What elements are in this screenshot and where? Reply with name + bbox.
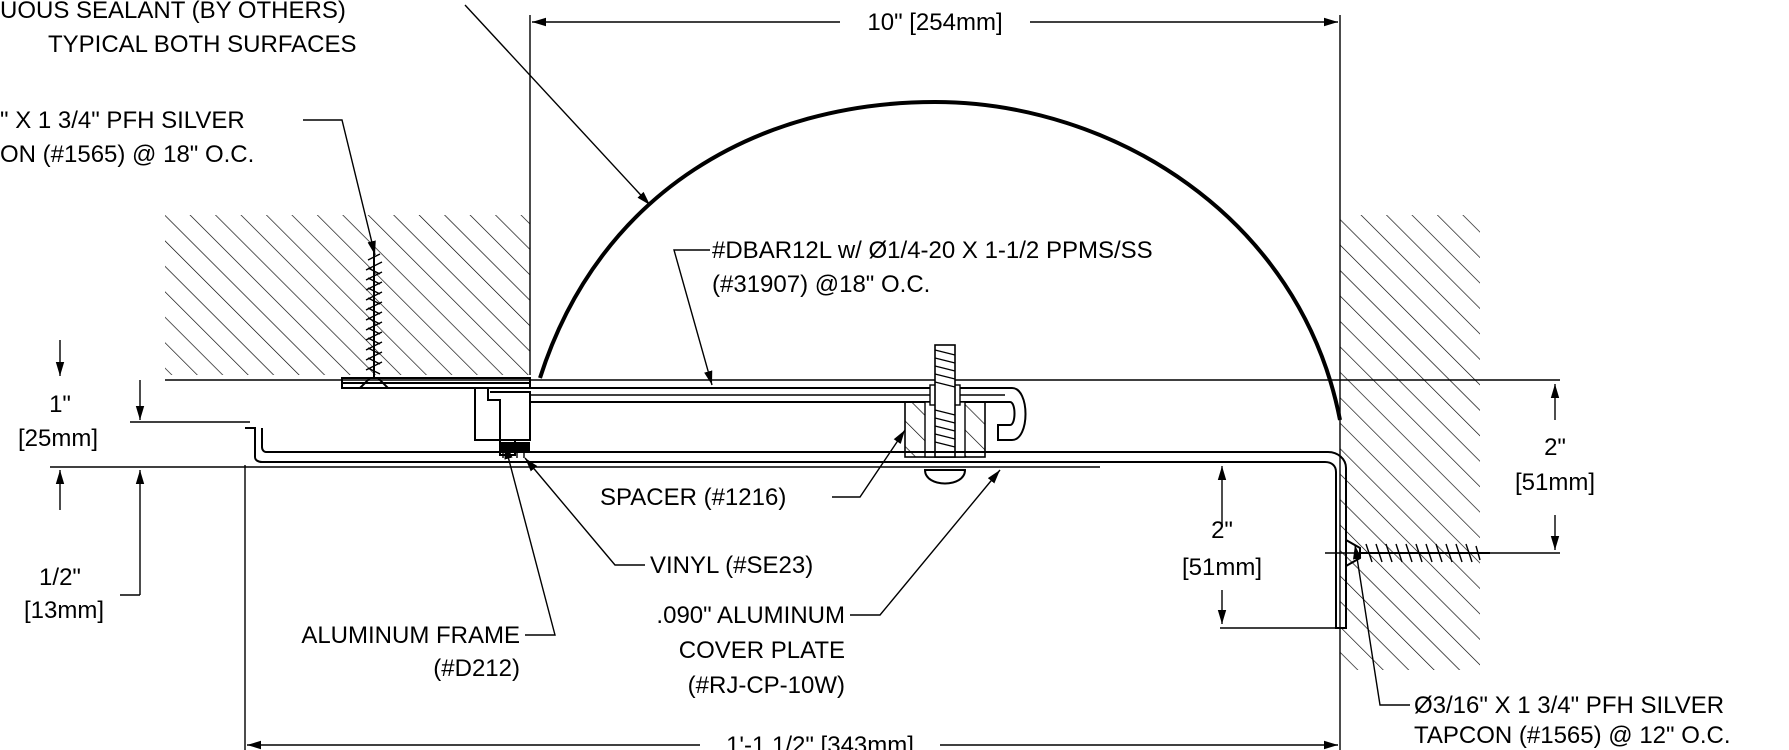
left-tapcon-callout-line2: ON (#1565) @ 18" O.C. [0,141,254,168]
cover-callout-line3: (#RJ-CP-10W) [688,672,845,699]
dimension-left-upper: 1" [25mm] [18,340,250,452]
left-tapcon-screw [357,250,391,389]
dimension-right-inner: 2" [51mm] [1182,466,1340,629]
bellow-seal-arc [538,99,1342,421]
dbar-callout-line1: #DBAR12L w/ Ø1/4-20 X 1-1/2 PPMS/SS [712,237,1153,264]
right-tapcon-screw [1325,538,1560,568]
dimension-left-lower-mm: [13mm] [24,597,104,624]
right-tapcon-callout-line2: TAPCON (#1565) @ 12" O.C. [1414,722,1731,749]
dimension-top-width-label: 10" [254mm] [867,9,1002,36]
vinyl-callout: VINYL (#SE23) [650,552,813,579]
left-tapcon-callout-line1: " X 1 3/4" PFH SILVER [0,107,245,134]
dimension-left-upper-in: 1" [49,391,71,418]
spacer-callout: SPACER (#1216) [600,484,786,511]
bolt [923,344,967,485]
sealant-callout-line1: UOUS SEALANT (BY OTHERS) [0,0,346,24]
dimension-right-inner-in: 2" [1211,517,1233,544]
cover-plate [245,427,1347,629]
centering-bar [530,387,1027,441]
dimension-left-upper-mm: [25mm] [18,425,98,452]
frame-callout-line2: (#D212) [433,655,520,682]
left-substrate [165,215,531,375]
dimension-right-inner-mm: [51mm] [1182,554,1262,581]
leader-lines [303,4,1410,706]
sealant-callout-line2: TYPICAL BOTH SURFACES [48,31,357,58]
cover-callout-line2: COVER PLATE [679,637,845,664]
right-substrate [1339,215,1480,670]
dimension-right-outer-in: 2" [1544,434,1566,461]
right-tapcon-callout-line1: Ø3/16" X 1 3/4" PFH SILVER [1414,692,1724,719]
dimension-bottom-width: 1'-1 1/2" [343mm] [244,465,1341,750]
frame-callout-line1: ALUMINUM FRAME [301,622,520,649]
dimension-bottom-width-label: 1'-1 1/2" [343mm] [726,732,914,750]
dimension-right-outer-mm: [51mm] [1515,469,1595,496]
dimension-left-lower: 1/2" [13mm] [24,470,145,624]
dimension-top-width: 10" [254mm] [532,9,1338,36]
cover-callout-line1: .090" ALUMINUM [656,602,845,629]
dimension-left-lower-in: 1/2" [39,564,81,591]
dimension-right-outer: 2" [51mm] [1515,384,1595,550]
dbar-callout-line2: (#31907) @18" O.C. [712,271,930,298]
